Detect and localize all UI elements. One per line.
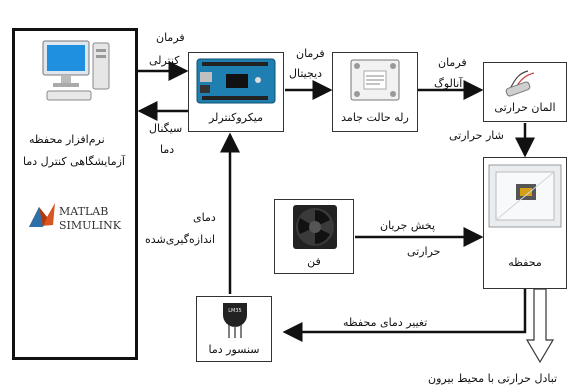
matlab-simulink-logo: MATLAB SIMULINK [29, 203, 122, 232]
solid-state-relay-icon [350, 59, 400, 101]
svg-text:MATLAB: MATLAB [59, 205, 108, 218]
temperature-signal-label-2: دما [160, 143, 175, 156]
analog-command-label-2: آنالوگ [434, 77, 463, 90]
arrow-chamber-temperature-change [282, 289, 527, 342]
arduino-board-icon [196, 58, 276, 104]
chamber-photo [488, 164, 562, 228]
sensor-block: LM35 سنسور دما [196, 296, 272, 362]
control-command-label-2: کنترلی [149, 54, 180, 67]
analog-command-label-1: فرمان [438, 56, 467, 69]
chamber-block: محفظه [483, 157, 567, 289]
software-block: نرم‌افزار محفظه آزمایشگاهی کنترل دما MAT… [12, 28, 138, 360]
control-command-label-1: فرمان [156, 31, 185, 44]
heat-flow-label-1: پخش جریان [380, 219, 436, 232]
measured-temperature-label-2: اندازه‌گیری‌شده [145, 233, 216, 246]
fan-block: فن [274, 199, 354, 274]
heat-flow-label-2: حرارتی [407, 245, 441, 258]
microcontroller-label: میکروکنترلر [208, 111, 264, 124]
heater-block: المان حرارتی [483, 62, 567, 122]
software-title-line2: آزمایشگاهی کنترل دما [23, 155, 125, 168]
digital-command-label-2: دیجیتال [289, 67, 323, 80]
fan-icon [293, 205, 337, 249]
relay-label: رله حالت جامد [341, 111, 409, 124]
heater-label: المان حرارتی [494, 101, 556, 114]
temperature-signal-label-1: سیگنال [149, 122, 183, 135]
temperature-sensor-icon: LM35 [223, 303, 247, 338]
chamber-label: محفظه [508, 256, 542, 269]
heat-exchange-outside-label: تبادل حرارتی با محیط بیرون [428, 372, 558, 385]
digital-command-label-1: فرمان [296, 47, 325, 60]
fan-label: فن [307, 255, 321, 268]
chamber-temperature-change-label: تغییر دمای محفظه [343, 316, 428, 329]
svg-text:SIMULINK: SIMULINK [59, 219, 122, 232]
svg-text:LM35: LM35 [228, 308, 241, 314]
relay-block: رله حالت جامد [332, 52, 418, 132]
sensor-label: سنسور دما [208, 343, 260, 356]
computer-icon [42, 40, 110, 101]
arrow-heat-exchange-outside [525, 288, 555, 364]
software-title-line1: نرم‌افزار محفظه [29, 133, 105, 146]
microcontroller-block: میکروکنترلر [188, 52, 284, 132]
measured-temperature-label-1: دمای [193, 211, 216, 224]
heat-flux-label: شار حرارتی [449, 129, 504, 142]
heating-element-icon [505, 70, 535, 97]
